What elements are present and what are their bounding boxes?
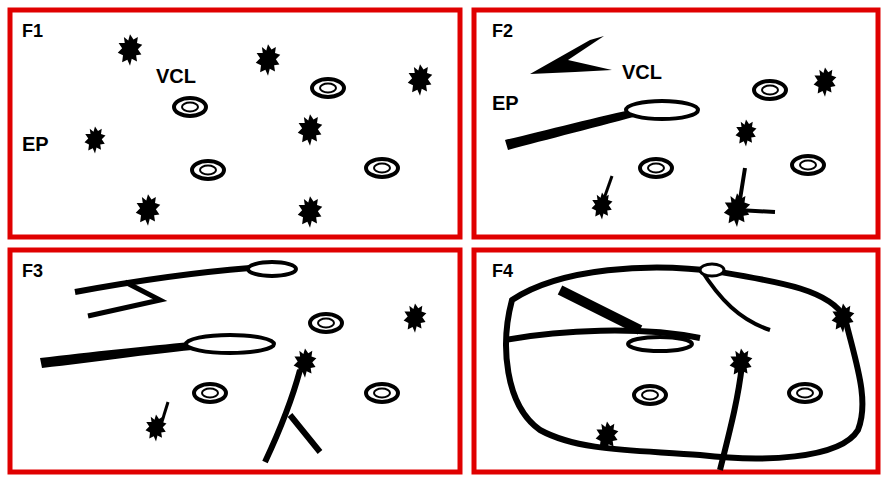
structure-label: VCL xyxy=(156,66,196,86)
panel-label: F2 xyxy=(492,22,513,40)
panel-label: F1 xyxy=(22,22,43,40)
panel-label: F3 xyxy=(22,262,43,280)
cell-group xyxy=(40,262,426,462)
panel-frame xyxy=(474,10,878,237)
panel-label: F4 xyxy=(492,262,513,280)
cell-group xyxy=(505,264,862,470)
panel-frame xyxy=(474,250,878,472)
cell-group xyxy=(505,36,836,227)
structure-label: EP xyxy=(492,93,519,113)
panel-frame xyxy=(10,250,460,472)
panel-frame xyxy=(10,10,460,237)
structure-label: EP xyxy=(22,134,49,154)
structure-label: VCL xyxy=(622,62,662,82)
cell-group xyxy=(85,34,433,228)
